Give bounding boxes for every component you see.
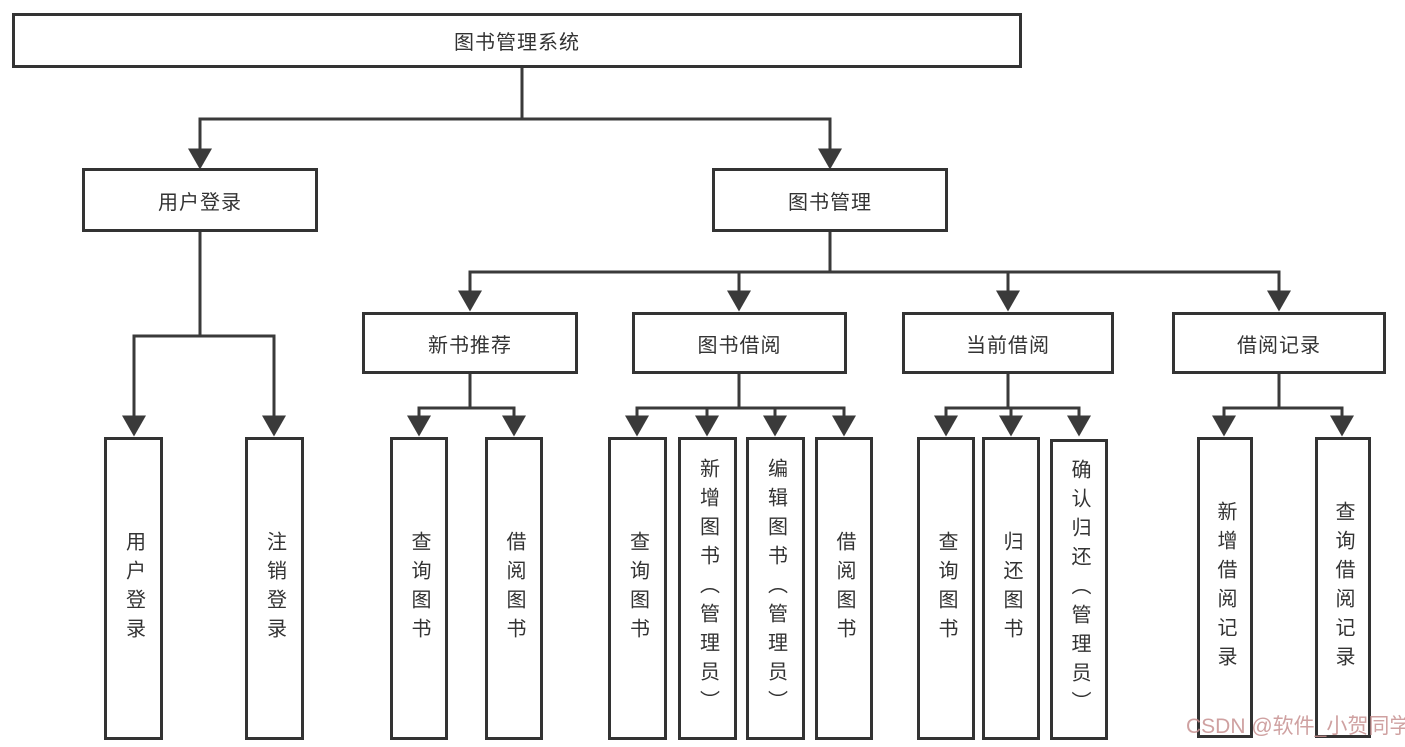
connector-user-login: [122, 230, 286, 437]
node-query-books-2: 查询图书: [608, 437, 667, 740]
node-query-borrow-record-label: 查询借阅记录: [1332, 500, 1354, 675]
node-confirm-return-admin: 确认归还（管理员）: [1050, 439, 1108, 740]
node-add-borrow-record: 新增借阅记录: [1197, 437, 1253, 738]
node-borrow-books-2-label: 借阅图书: [833, 530, 855, 647]
node-book-management: 图书管理: [712, 168, 948, 232]
node-borrow-books-2: 借阅图书: [815, 437, 873, 740]
node-query-books-3: 查询图书: [917, 437, 975, 740]
node-new-book-recommend-label: 新书推荐: [428, 334, 512, 357]
node-borrow-records-label: 借阅记录: [1237, 334, 1321, 357]
node-book-management-label: 图书管理: [788, 191, 872, 214]
node-user-login-leaf-label: 用户登录: [122, 530, 145, 647]
node-borrow-books-1-label: 借阅图书: [503, 530, 525, 647]
node-edit-books-admin: 编辑图书（管理员）: [746, 437, 805, 740]
node-user-login-label: 用户登录: [158, 191, 242, 214]
connector-current-borrowing: [934, 373, 1091, 437]
watermark-text: CSDN @软件_小贺同学: [1186, 715, 1405, 738]
node-new-book-recommend: 新书推荐: [362, 312, 578, 374]
node-add-books-admin-label: 新增图书（管理员）: [696, 458, 719, 719]
connector-book-management: [458, 230, 1291, 312]
node-book-borrowing-label: 图书借阅: [697, 334, 782, 357]
node-return-books: 归还图书: [982, 437, 1040, 740]
node-borrow-books-1: 借阅图书: [485, 437, 543, 740]
node-user-login-leaf: 用户登录: [104, 437, 163, 740]
node-library-system-label: 图书管理系统: [454, 32, 580, 54]
node-query-books-2-label: 查询图书: [626, 530, 649, 647]
node-query-borrow-record: 查询借阅记录: [1315, 437, 1371, 738]
node-current-borrowing: 当前借阅: [902, 312, 1114, 374]
node-edit-books-admin-label: 编辑图书（管理员）: [764, 458, 787, 719]
node-book-borrowing: 图书借阅: [632, 312, 847, 374]
node-current-borrowing-label: 当前借阅: [966, 334, 1050, 357]
node-borrow-records: 借阅记录: [1172, 312, 1386, 374]
node-user-login: 用户登录: [82, 168, 318, 232]
node-query-books-3-label: 查询图书: [935, 530, 957, 647]
node-query-books-1-label: 查询图书: [408, 530, 430, 647]
connector-root: [188, 66, 842, 170]
node-library-system: 图书管理系统: [12, 13, 1022, 68]
node-logout-leaf-label: 注销登录: [263, 530, 286, 647]
node-confirm-return-admin-label: 确认归还（管理员）: [1068, 459, 1090, 720]
node-return-books-label: 归还图书: [1000, 530, 1022, 647]
node-logout-leaf: 注销登录: [245, 437, 304, 740]
node-query-books-1: 查询图书: [390, 437, 448, 740]
connector-new-book-recommend: [407, 373, 526, 437]
node-add-borrow-record-label: 新增借阅记录: [1214, 500, 1236, 675]
connector-book-borrowing: [625, 373, 856, 437]
connector-borrow-records: [1212, 373, 1354, 437]
node-add-books-admin: 新增图书（管理员）: [678, 437, 737, 740]
